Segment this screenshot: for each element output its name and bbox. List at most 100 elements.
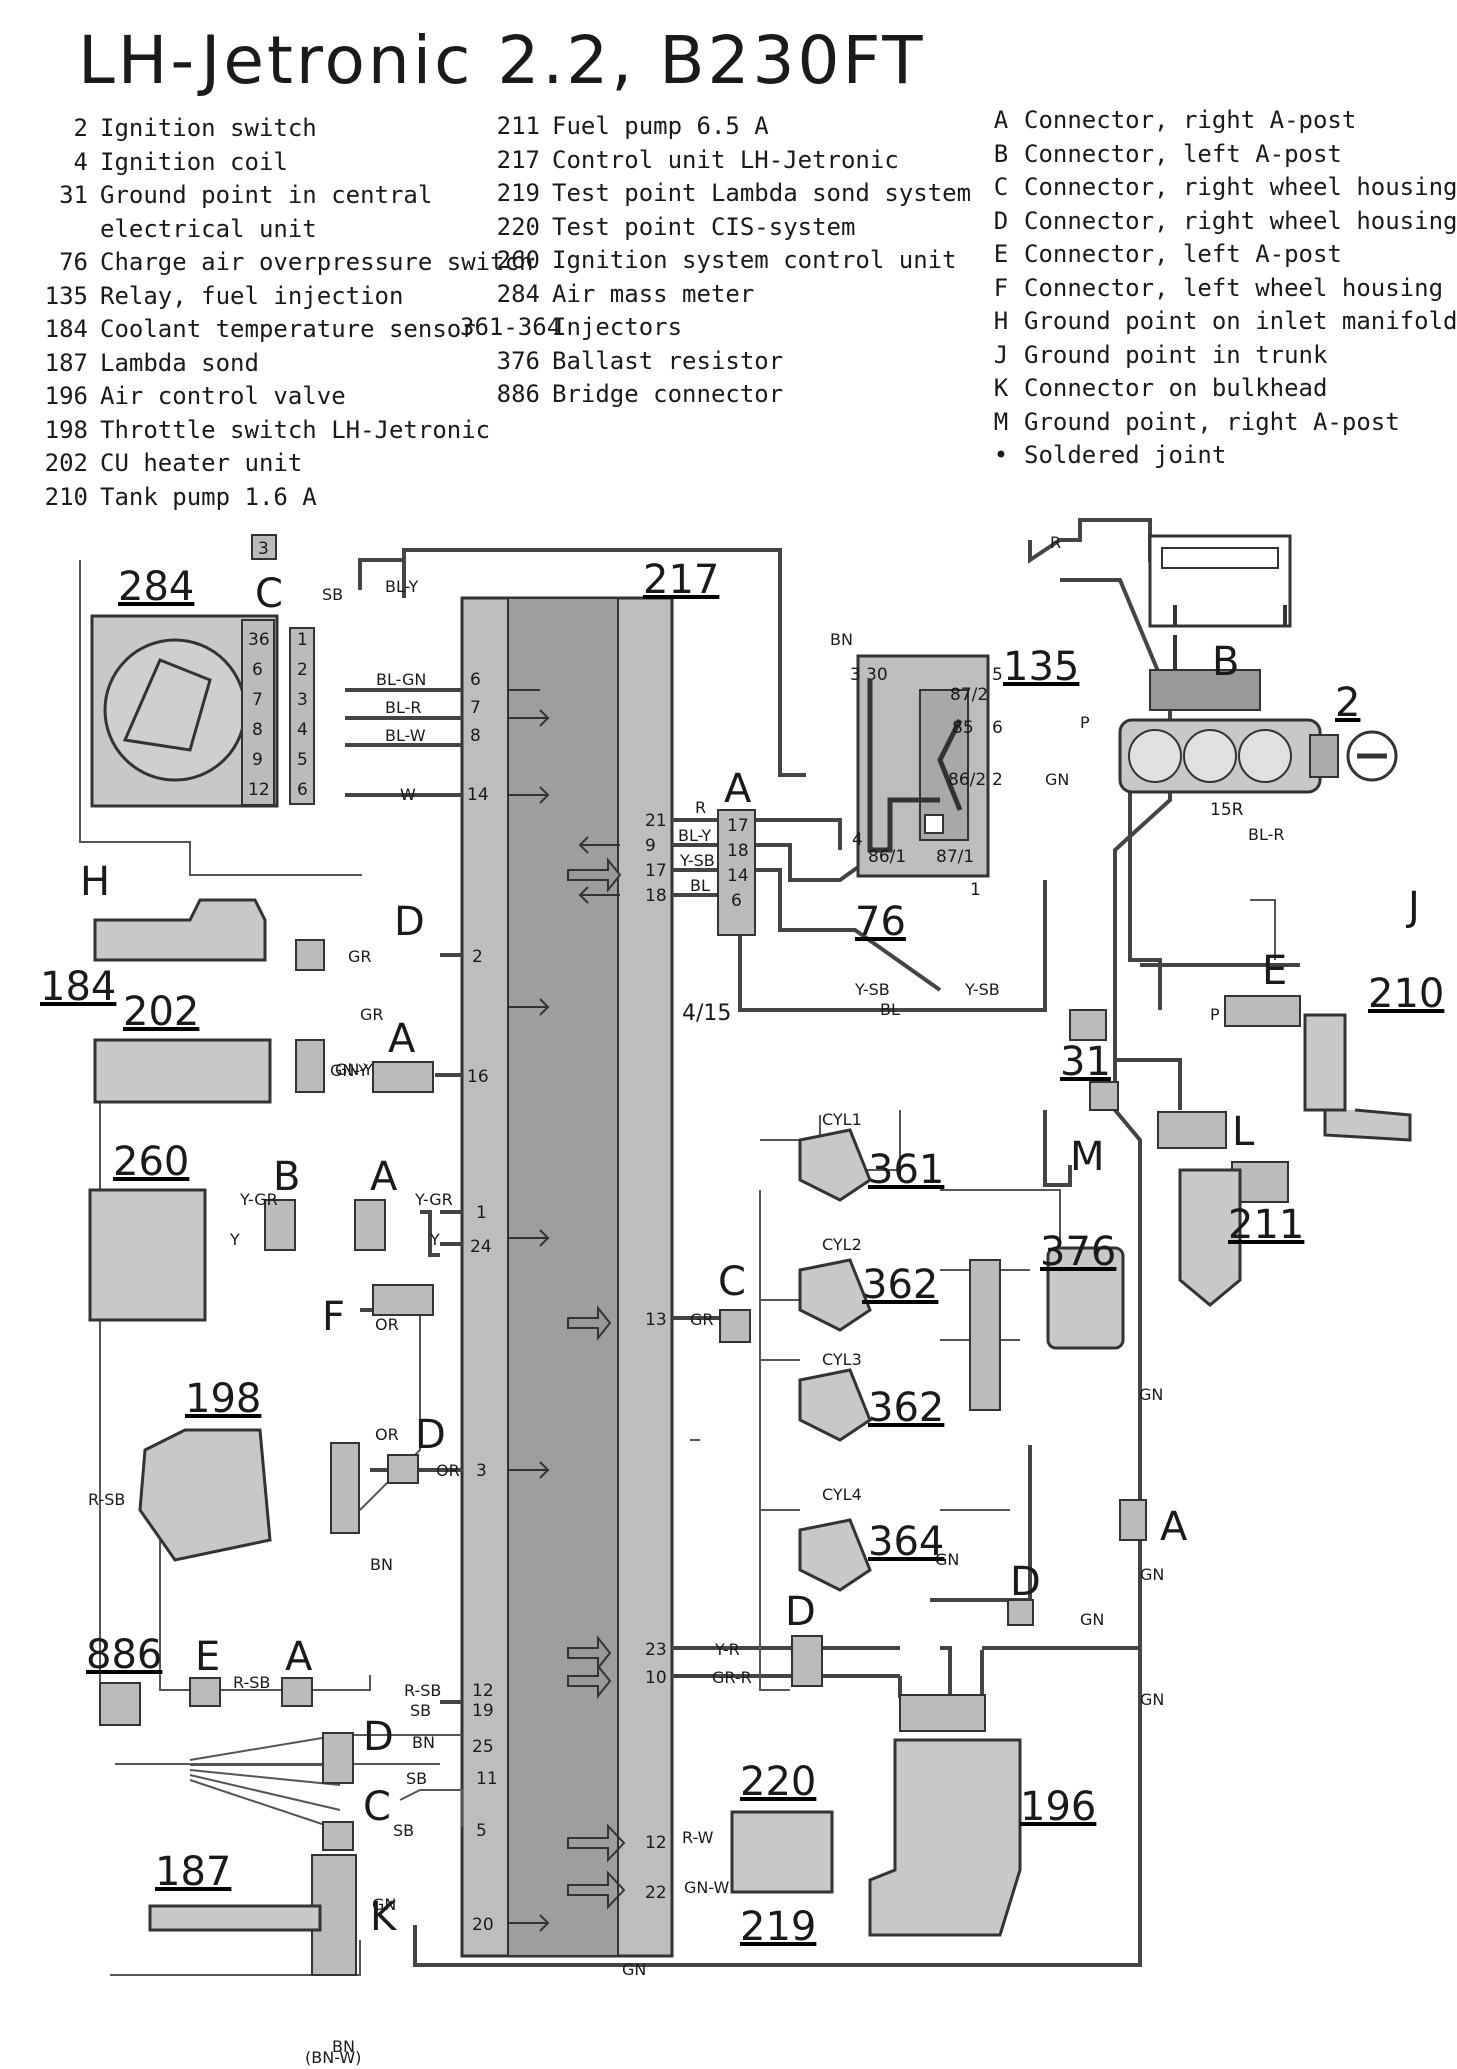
svg-text:GN: GN: [1080, 1610, 1104, 1629]
cu-heater-202: [93, 1038, 272, 1104]
letter-c: C: [255, 571, 283, 617]
letter-e-886: E: [195, 1634, 220, 1680]
svg-text:GN: GN: [1140, 1565, 1164, 1584]
legend-row: 198 Throttle switch LH-Jetronic: [20, 414, 533, 448]
label-2: 2: [1335, 680, 1360, 726]
label-202: 202: [123, 989, 199, 1035]
legend-label: electrical unit: [100, 214, 317, 243]
svg-text:R-SB: R-SB: [233, 1673, 270, 1692]
air-control-valve-196: [868, 1738, 1022, 1937]
legend-number: 202: [44, 449, 88, 477]
legend-label: Tank pump 1.6 A: [100, 482, 317, 511]
svg-text:Y-GR: Y-GR: [239, 1190, 278, 1209]
legend-label: Ignition switch: [100, 114, 317, 142]
svg-text:GN: GN: [622, 1960, 646, 1979]
throttle-switch-198: [138, 1428, 272, 1562]
letter-a-gn: A: [1160, 1504, 1188, 1550]
connector-a-ecu: [717, 809, 756, 936]
svg-text:P: P: [1080, 713, 1090, 732]
legend-number: 198: [44, 415, 88, 444]
letter-d-23: D: [785, 1589, 816, 1635]
svg-text:18: 18: [727, 841, 749, 861]
svg-text:BL: BL: [880, 1000, 900, 1019]
svg-text:GN: GN: [935, 1550, 959, 1569]
letter-c-5: C: [363, 1784, 391, 1830]
svg-text:OR: OR: [375, 1425, 399, 1444]
letter-f: F: [322, 1294, 345, 1340]
svg-text:Y-SB: Y-SB: [679, 851, 715, 870]
svg-text:R-W: R-W: [682, 1828, 714, 1847]
legend-row: 361-364Injectors: [460, 311, 971, 345]
letter-d-25: D: [363, 1714, 394, 1760]
svg-text:GN-Y: GN-Y: [330, 1061, 368, 1080]
svg-text:R-SB: R-SB: [88, 1490, 125, 1509]
coolant-sensor-184: [93, 898, 267, 962]
svg-text:GR: GR: [348, 947, 372, 966]
svg-text:BL-R: BL-R: [385, 698, 422, 717]
legend-label: Connector, left A-post: [1024, 240, 1342, 268]
label-362b: 362: [868, 1385, 944, 1431]
legend-row: 2 Ignition switch: [20, 112, 533, 146]
svg-text:6: 6: [731, 891, 742, 911]
legend-number: 220: [496, 212, 540, 241]
svg-text:OR: OR: [375, 1315, 399, 1334]
svg-text:R: R: [695, 798, 706, 817]
legend-label: Test point CIS-system: [552, 212, 856, 241]
svg-text:BL-Y: BL-Y: [385, 577, 418, 596]
svg-text:15R: 15R: [1210, 800, 1244, 820]
legend-number: 31: [59, 181, 88, 209]
svg-text:12: 12: [472, 1681, 494, 1701]
letter-m: M: [1070, 1134, 1105, 1180]
svg-text:8: 8: [252, 720, 263, 740]
svg-text:1: 1: [476, 1203, 487, 1223]
legend-number: 260: [496, 246, 540, 274]
test-point-220: [730, 1810, 834, 1894]
svg-text:9: 9: [645, 836, 656, 856]
legend-label: Throttle switch LH-Jetronic: [100, 415, 491, 444]
svg-text:BL-GN: BL-GN: [376, 670, 426, 689]
svg-text:Y-R: Y-R: [714, 1640, 740, 1659]
legend-number: C: [993, 173, 1009, 201]
svg-text:GN: GN: [1139, 1385, 1163, 1404]
svg-text:SB: SB: [322, 585, 343, 604]
legend-number: 886: [496, 380, 540, 408]
letter-e: E: [1262, 948, 1287, 994]
legend-label: Ignition system control unit: [552, 246, 957, 274]
svg-text:GR: GR: [360, 1005, 384, 1024]
label-220: 220: [740, 1759, 816, 1805]
legend-label: Soldered joint: [1024, 441, 1227, 469]
svg-text:5: 5: [297, 750, 308, 770]
legend-number: 187: [44, 348, 88, 377]
letter-l: L: [1232, 1109, 1255, 1155]
svg-text:23: 23: [645, 1640, 667, 1660]
svg-text:R-SB: R-SB: [404, 1681, 441, 1700]
letter-a-886: A: [285, 1634, 313, 1680]
svg-text:87/2: 87/2: [950, 685, 988, 705]
svg-text:18: 18: [645, 886, 667, 906]
legend-number: •: [993, 441, 1009, 469]
label-210: 210: [1368, 971, 1444, 1017]
legend-label: Connector, left A-post: [1024, 139, 1342, 168]
legend-number: 184: [44, 315, 88, 343]
legend-number: 76: [59, 248, 88, 276]
legend-number: D: [993, 206, 1009, 235]
legend-number: 2: [73, 114, 88, 142]
svg-text:Y-SB: Y-SB: [964, 980, 1000, 999]
svg-text:Y: Y: [429, 1230, 440, 1249]
legend-label: Coolant temperature sensor: [100, 315, 476, 343]
svg-text:CYL4: CYL4: [822, 1485, 862, 1504]
svg-text:8: 8: [470, 726, 481, 746]
svg-text:BN: BN: [412, 1733, 435, 1752]
svg-text:17: 17: [727, 816, 749, 836]
